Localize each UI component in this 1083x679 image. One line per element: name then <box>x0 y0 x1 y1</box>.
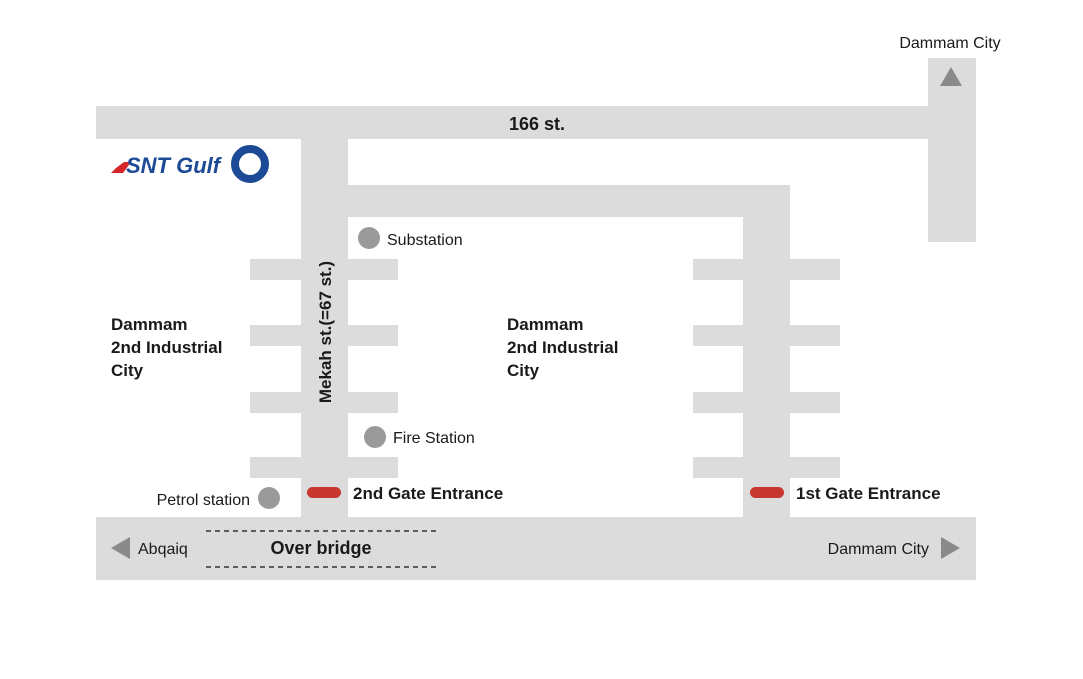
fire-station-marker-icon <box>364 426 386 448</box>
district-label-line: 2nd Industrial <box>111 338 222 357</box>
district-label-line: Dammam <box>507 315 584 334</box>
logo-accent-slash <box>111 162 131 173</box>
district-label-line: Dammam <box>111 315 188 334</box>
triangle-left-icon <box>111 537 130 559</box>
road-north-branch <box>928 58 976 242</box>
side-street <box>693 325 840 346</box>
petrol-station-label: Petrol station <box>157 492 250 509</box>
second-gate-label: 2nd Gate Entrance <box>353 484 503 503</box>
road-bottom-highway <box>96 517 976 580</box>
district-label-left: Dammam 2nd Industrial City <box>111 315 222 380</box>
second-gate-marker-icon <box>307 487 341 498</box>
over-bridge: Over bridge <box>206 530 436 568</box>
district-label-line: 2nd Industrial <box>507 338 618 357</box>
street-label-166: 166 st. <box>509 114 565 134</box>
road-network <box>96 58 976 580</box>
direction-east-label: Dammam City <box>828 541 929 558</box>
district-label-right: Dammam 2nd Industrial City <box>507 315 618 380</box>
logo-ring-icon <box>231 145 269 183</box>
district-label-line: City <box>111 361 144 380</box>
side-street <box>250 392 398 413</box>
first-gate-marker-icon <box>750 487 784 498</box>
over-bridge-label: Over bridge <box>270 538 371 558</box>
triangle-right-icon <box>941 537 960 559</box>
district-label-line: City <box>507 361 540 380</box>
first-gate-label: 1st Gate Entrance <box>796 484 941 503</box>
triangle-up-icon <box>940 67 962 86</box>
direction-north-label: Dammam City <box>899 35 1000 52</box>
substation-marker-icon <box>358 227 380 249</box>
direction-west-label: Abqaiq <box>138 541 188 558</box>
petrol-station-marker-icon <box>258 487 280 509</box>
side-street <box>250 457 398 478</box>
side-street <box>693 259 840 280</box>
logo-text: SNT Gulf <box>126 153 223 178</box>
side-street <box>250 259 398 280</box>
fire-station-label: Fire Station <box>393 430 475 447</box>
side-street <box>693 392 840 413</box>
substation-label: Substation <box>387 232 463 249</box>
road-inner-loop-top <box>348 185 790 217</box>
side-street <box>250 325 398 346</box>
snt-gulf-logo: SNT Gulf <box>111 145 269 183</box>
side-street <box>693 457 840 478</box>
street-label-mekah: Mekah st.(=67 st.) <box>316 261 335 403</box>
road-166-st <box>96 106 976 139</box>
